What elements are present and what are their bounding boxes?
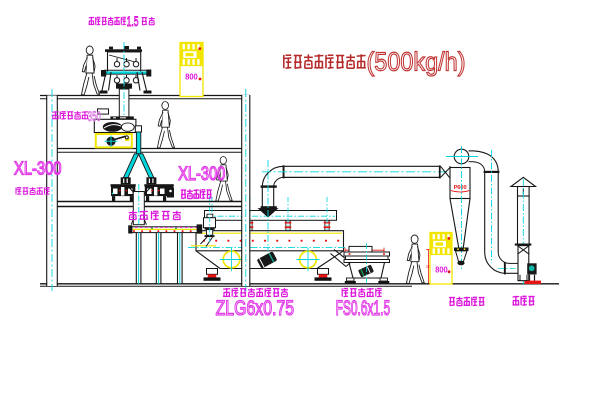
svg-text:P600: P600 bbox=[454, 185, 467, 191]
svg-text:XL-300: XL-300 bbox=[178, 163, 225, 185]
svg-text:350: 350 bbox=[88, 109, 101, 124]
svg-text:1.5: 1.5 bbox=[127, 14, 139, 29]
svg-text:ZLG6x0.75: ZLG6x0.75 bbox=[216, 297, 295, 320]
svg-text:345: 345 bbox=[426, 264, 431, 269]
svg-text:XL-300: XL-300 bbox=[14, 157, 62, 178]
svg-text:(500kg/h): (500kg/h) bbox=[367, 47, 466, 77]
svg-text:800: 800 bbox=[435, 265, 448, 274]
svg-text:800: 800 bbox=[185, 73, 198, 82]
svg-text:FS0.6x1.5: FS0.6x1.5 bbox=[336, 297, 391, 320]
